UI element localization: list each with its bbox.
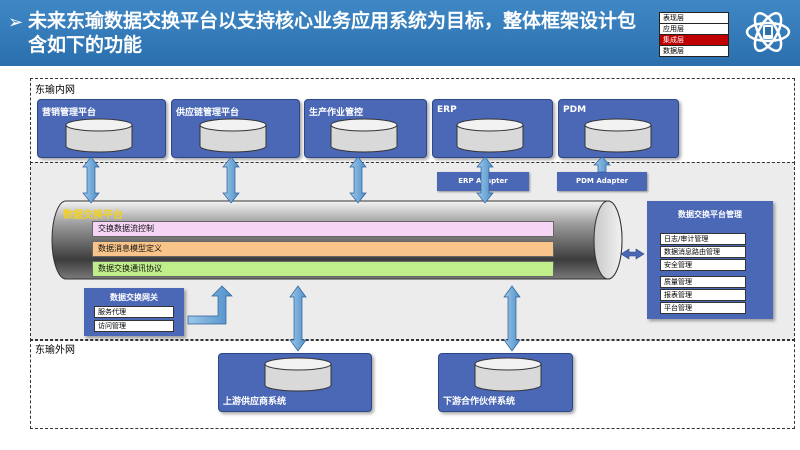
external-network-zone: [30, 339, 795, 429]
management-title: 数据交换平台管理: [678, 210, 742, 219]
title-bullet-icon: ➢: [8, 12, 24, 33]
gateway-item-access: 访问管理: [94, 320, 174, 332]
page-title: 未来东瑜数据交换平台以支持核心业务应用系统为目标，整体框架设计包含如下的功能: [28, 10, 637, 56]
database-icon: [474, 357, 542, 392]
system-pdm-label: PDM: [563, 105, 587, 115]
system-downstream-label: 下游合作伙伴系统: [443, 397, 516, 407]
management-panel: 数据交换平台管理 日志/审计管理 数据消息路由管理 安全管理 质量管理 报表管理…: [647, 201, 773, 319]
double-arrow-icon: [593, 156, 611, 173]
mgmt-item-platform: 平台管理: [660, 302, 746, 314]
database-icon: [199, 118, 267, 153]
system-upstream-label: 上游供应商系统: [223, 397, 287, 407]
mgmt-item-security: 安全管理: [660, 259, 746, 271]
external-network-label: 东瑜外网: [35, 345, 75, 356]
database-icon: [65, 118, 133, 153]
double-arrow-icon: [503, 285, 521, 352]
system-pdm: PDM: [558, 99, 679, 158]
bar-message-model: 数据消息模型定义: [92, 241, 554, 257]
gateway-panel: 数据交换网关 服务代理 访问管理: [84, 288, 184, 336]
mgmt-item-routing: 数据消息路由管理: [660, 246, 746, 258]
pipeline-label: 数据交换平台: [63, 210, 123, 221]
system-upstream-supplier: 上游供应商系统: [218, 353, 372, 412]
system-erp: ERP: [432, 99, 553, 158]
layer-presentation: 表现层: [660, 13, 728, 24]
database-icon: [330, 118, 398, 153]
system-downstream-partner: 下游合作伙伴系统: [438, 353, 573, 412]
exchange-pipeline: [51, 200, 623, 280]
system-supply-chain: 供应链管理平台: [171, 99, 300, 158]
bent-arrow-icon: [187, 285, 233, 325]
gateway-title: 数据交换网关: [110, 293, 158, 302]
database-icon: [456, 118, 524, 153]
double-arrow-icon: [222, 156, 240, 204]
bar-flow-control: 交换数据流控制: [92, 221, 554, 237]
double-arrow-icon: [82, 156, 100, 204]
layer-data: 数据层: [663, 47, 684, 55]
layer-legend: 表现层 应用层 集成层 数据层: [659, 12, 729, 57]
double-arrow-icon: [620, 248, 645, 260]
system-production: 生产作业管控: [304, 99, 427, 158]
layer-integration: 集成层: [660, 35, 728, 46]
system-production-label: 生产作业管控: [309, 108, 364, 118]
internal-network-label: 东瑜内网: [35, 85, 75, 96]
integration-logo-icon: [745, 12, 791, 52]
system-supply-chain-label: 供应链管理平台: [176, 108, 240, 118]
double-arrow-icon: [476, 156, 494, 204]
layer-application: 应用层: [660, 24, 728, 35]
gateway-item-proxy: 服务代理: [94, 306, 174, 318]
system-marketing: 营销管理平台: [37, 99, 166, 158]
system-marketing-label: 营销管理平台: [42, 108, 97, 118]
pdm-adapter: PDM Adapter: [557, 172, 647, 191]
database-icon: [264, 357, 332, 392]
bar-comm-protocol: 数据交换通讯协议: [92, 261, 554, 277]
mgmt-item-audit: 日志/审计管理: [660, 233, 746, 245]
mgmt-item-quality: 质量管理: [660, 276, 746, 288]
double-arrow-icon: [289, 285, 307, 352]
mgmt-item-report: 报表管理: [660, 289, 746, 301]
system-erp-label: ERP: [437, 105, 457, 115]
database-icon: [584, 118, 652, 153]
double-arrow-icon: [349, 156, 367, 204]
